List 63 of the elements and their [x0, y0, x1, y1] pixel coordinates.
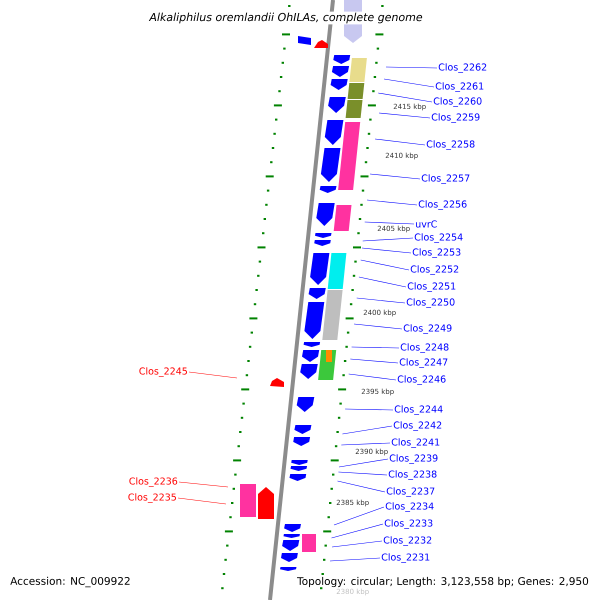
- gene-label: Clos_2248: [400, 343, 448, 353]
- leader-line: [378, 92, 432, 102]
- gene-label: Clos_2256: [418, 200, 467, 210]
- leader-line: [178, 482, 228, 488]
- gene-label: Clos_2238: [388, 470, 436, 480]
- leader-line: [354, 324, 402, 330]
- leader-line: [344, 408, 394, 410]
- gene-label: Clos_2232: [384, 536, 432, 546]
- gene-label: Clos_2239: [390, 454, 438, 464]
- leader-line: [188, 372, 238, 378]
- leader-line: [362, 238, 414, 242]
- gene-label: Clos_2262: [438, 63, 486, 73]
- gene-label: Clos_2257: [422, 174, 470, 184]
- gene-label: Clos_2241: [392, 438, 440, 448]
- leader-line: [364, 222, 414, 224]
- accession-text: Accession: NC_009922: [10, 576, 130, 588]
- gene-label: uvrC: [416, 220, 437, 228]
- gene-label: Clos_2249: [404, 324, 452, 334]
- gene-label: Clos_2250: [406, 298, 455, 308]
- leader-line: [386, 66, 438, 68]
- gene-label: Clos_2259: [432, 113, 480, 123]
- gene-label: Clos_2252: [410, 265, 458, 275]
- gene-label: Clos_2234: [386, 502, 434, 512]
- leader-line: [384, 78, 434, 88]
- gene-label: Clos_2254: [414, 233, 463, 243]
- leader-line: [331, 524, 384, 538]
- leader-line: [356, 298, 406, 304]
- leader-line: [351, 346, 400, 348]
- gene-label: Clos_2247: [400, 358, 448, 368]
- gene-label: Clos_2235: [128, 493, 176, 503]
- gene-label: Clos_2246: [398, 375, 446, 385]
- leader-line: [374, 138, 426, 146]
- topology-text: Topology: circular; Length: 3,123,558 bp; Genes: 2,950: [297, 576, 588, 588]
- gene-label: Clos_2251: [408, 282, 456, 292]
- leader-line: [362, 248, 412, 254]
- gene-label: Clos_2253: [412, 248, 460, 258]
- leader-line: [358, 276, 406, 288]
- gene-label: Clos_2258: [426, 140, 474, 150]
- leader-line: [366, 200, 418, 206]
- leader-line: [338, 472, 388, 476]
- gene-label: Clos_2242: [394, 421, 442, 431]
- gene-label: Clos_2261: [436, 82, 484, 92]
- leader-line: [341, 442, 390, 446]
- leader-line: [360, 260, 410, 270]
- leader-line: [370, 174, 420, 180]
- leader-line: [378, 112, 430, 118]
- leader-line: [348, 374, 396, 380]
- leader-line: [342, 426, 392, 434]
- leader-line: [330, 558, 380, 562]
- gene-label: Clos_2237: [386, 487, 434, 497]
- leader-line: [334, 506, 384, 526]
- gene-label: Clos_2231: [382, 553, 430, 563]
- gene-label: Clos_2233: [384, 519, 432, 529]
- gene-label: Clos_2244: [394, 405, 443, 415]
- gene-label: Clos_2245: [139, 367, 187, 377]
- leader-line: [350, 358, 398, 364]
- leader-line: [338, 458, 388, 468]
- leader-line: [337, 480, 386, 492]
- gene-label: Clos_2260: [434, 97, 482, 107]
- leader-line: [178, 498, 226, 504]
- title: Alkaliphilus oremlandii OhILAs, complete genome: [148, 12, 424, 24]
- gene-label: Clos_2236: [129, 477, 178, 487]
- leader-line: [332, 540, 382, 548]
